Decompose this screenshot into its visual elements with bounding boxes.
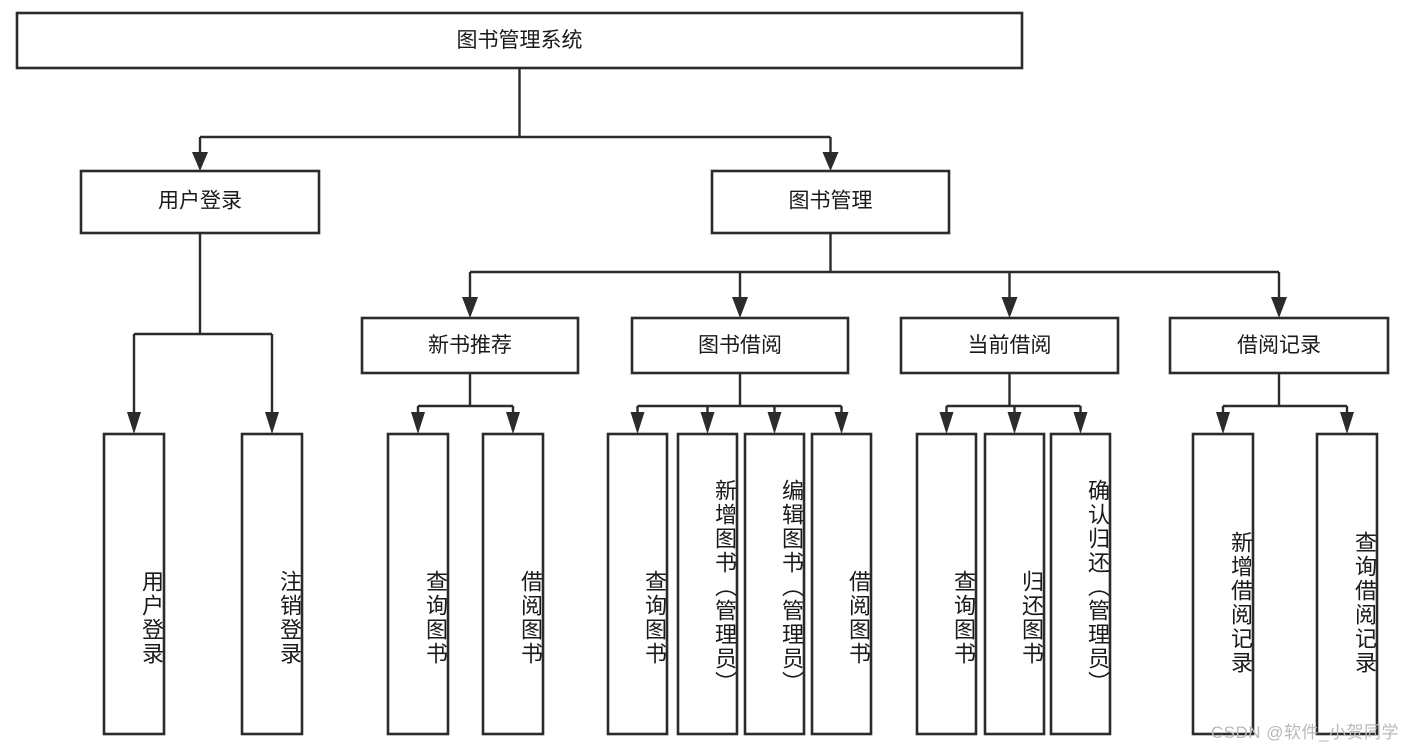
node-leaf-borrow-book-2-rect[interactable] (810, 432, 873, 736)
arrow-head-new-book-recommend (462, 297, 478, 318)
csdn-watermark: CSDN @软件_小贺同学 (1210, 723, 1399, 742)
connectors-root-to-level2 (192, 68, 839, 171)
node-leaf-user-logout-rect[interactable] (240, 432, 304, 736)
connectors-borrow-record-to-leaves (1216, 373, 1354, 434)
node-new-book-recommend-label: 新书推荐 (428, 334, 512, 357)
node-book-borrow[interactable]: 图书借阅 (630, 316, 850, 375)
arrow-head-user-login (192, 152, 208, 171)
node-leaf-borrow-book-1-rect[interactable] (481, 432, 545, 736)
node-leaf-query-borrow-record-rect[interactable] (1315, 432, 1379, 736)
node-book-borrow-label: 图书借阅 (698, 334, 782, 357)
connectors-new-book-recommend-to-leaves (411, 373, 520, 434)
node-leaf-return-book-rect[interactable] (983, 432, 1046, 736)
node-new-book-recommend[interactable]: 新书推荐 (360, 316, 580, 375)
arrow-head-leaf-query-book-3 (939, 412, 954, 434)
arrow-head-leaf-borrow-book-2 (834, 412, 849, 434)
node-borrow-record[interactable]: 借阅记录 (1168, 316, 1390, 375)
arrow-head-book-borrow (732, 297, 748, 318)
node-current-borrow[interactable]: 当前借阅 (899, 316, 1120, 375)
node-leaf-add-borrow-record-rect[interactable] (1191, 432, 1255, 736)
node-user-login[interactable]: 用户登录 (79, 169, 321, 235)
arrow-head-leaf-add-book (700, 412, 715, 434)
arrow-head-leaf-query-borrow-record (1340, 412, 1354, 434)
connectors-book-borrow-to-leaves (630, 373, 849, 434)
connectors-current-borrow-to-leaves (939, 373, 1088, 434)
arrow-head-borrow-record (1271, 297, 1287, 318)
node-leaf-query-book-2-rect[interactable] (606, 432, 669, 736)
node-book-management-label: 图书管理 (789, 190, 873, 213)
arrow-head-current-borrow (1001, 297, 1018, 318)
node-new-book-recommend-rect[interactable] (360, 316, 580, 375)
node-leaf-query-book-3-rect[interactable] (915, 432, 978, 736)
node-book-management[interactable]: 图书管理 (710, 169, 951, 235)
connectors-user-login-to-leaves (127, 233, 279, 434)
arrow-head-leaf-query-book-2 (630, 412, 645, 434)
node-current-borrow-rect[interactable] (899, 316, 1120, 375)
arrow-head-book-management (822, 152, 839, 171)
arrow-head-leaf-return-book (1007, 412, 1022, 434)
node-leaf-edit-book-rect[interactable] (743, 432, 806, 736)
node-current-borrow-label: 当前借阅 (968, 334, 1052, 357)
node-borrow-record-label: 借阅记录 (1237, 334, 1321, 357)
arrow-head-leaf-borrow-book-1 (506, 412, 520, 434)
node-leaf-confirm-return-rect[interactable] (1049, 432, 1112, 736)
connectors-book-management-to-level3 (462, 233, 1287, 318)
node-root[interactable]: 图书管理系统 (15, 11, 1024, 70)
arrow-head-leaf-user-logout (265, 412, 279, 434)
arrow-head-leaf-add-borrow-record (1216, 412, 1230, 434)
node-root-rect[interactable] (15, 11, 1024, 70)
arrow-head-leaf-confirm-return (1073, 412, 1088, 434)
node-book-borrow-rect[interactable] (630, 316, 850, 375)
arrow-head-leaf-user-login (127, 412, 141, 434)
node-root-label: 图书管理系统 (457, 29, 583, 52)
node-leaf-add-book-rect[interactable] (676, 432, 739, 736)
node-borrow-record-rect[interactable] (1168, 316, 1390, 375)
node-user-login-label: 用户登录 (158, 190, 242, 213)
node-leaf-user-login-rect[interactable] (102, 432, 166, 736)
arrow-head-leaf-query-book-1 (411, 412, 425, 434)
leaf-rects (102, 432, 1379, 736)
node-book-management-rect[interactable] (710, 169, 951, 235)
node-leaf-query-book-1-rect[interactable] (386, 432, 450, 736)
arrow-head-leaf-edit-book (767, 412, 782, 434)
node-user-login-rect[interactable] (79, 169, 321, 235)
